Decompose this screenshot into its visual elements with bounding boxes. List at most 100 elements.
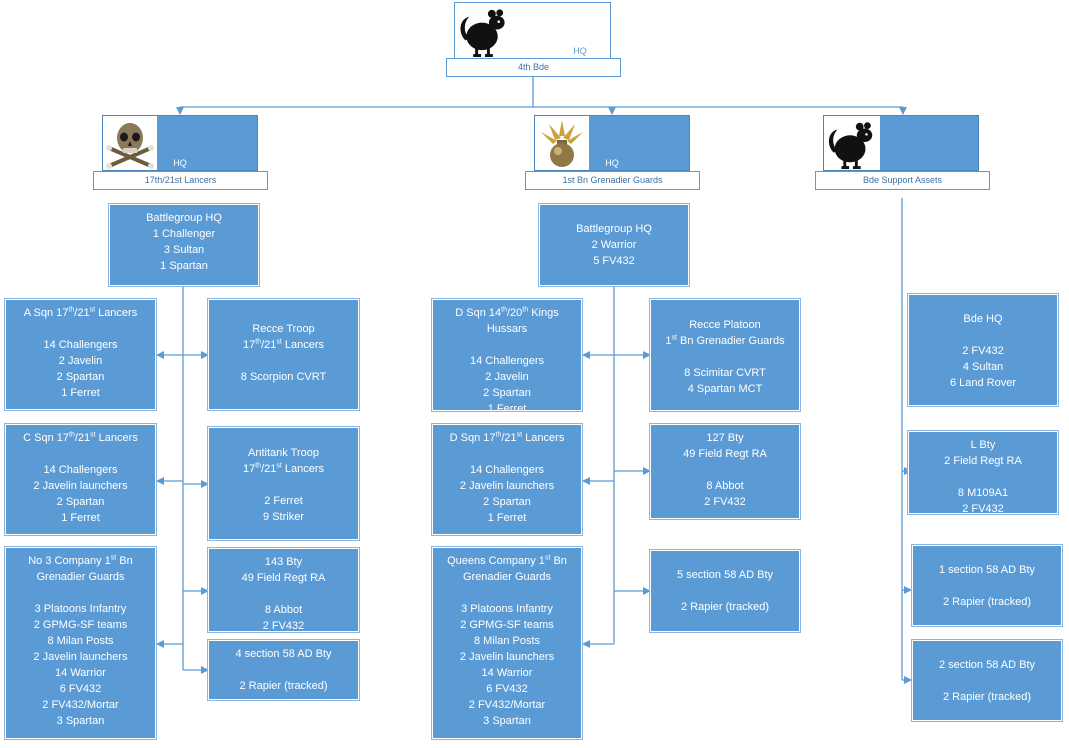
c-sqn-lancers[interactable]: C Sqn 17th/21st Lancers 14 Challengers 2… bbox=[4, 423, 157, 536]
unit-item: 2 FV432/Mortar bbox=[42, 699, 119, 711]
unit-title: No 3 Company 1st Bn bbox=[28, 554, 133, 567]
unit-item: 1 Ferret bbox=[487, 512, 527, 524]
unit-item: 1 Ferret bbox=[61, 387, 100, 399]
unit-item: 2 Rapier (tracked) bbox=[942, 691, 1032, 703]
unit-item: 2 FV432/Mortar bbox=[468, 699, 546, 711]
unit-item: 3 Platoons Infantry bbox=[34, 603, 127, 615]
d-sqn-lancers[interactable]: D Sqn 17th/21st Lancers 14 Challengers 2… bbox=[431, 423, 583, 536]
unit-title: D Sqn 17th/21st Lancers bbox=[449, 431, 565, 444]
unit-item: 2 Javelin launchers bbox=[33, 480, 128, 492]
143-bty[interactable]: 143 Bty 49 Field Regt RA 8 Abbot 2 FV432 bbox=[207, 547, 360, 633]
2-section-58ad-bty[interactable]: 2 section 58 AD Bty 2 Rapier (tracked) bbox=[911, 639, 1063, 722]
unit-item: 2 Ferret bbox=[264, 495, 303, 507]
lancers-battlegroup-hq[interactable]: Battlegroup HQ 1 Challenger 3 Sultan 1 S… bbox=[108, 203, 260, 287]
bde-hq-support[interactable]: Bde HQ 2 FV432 4 Sultan 6 Land Rover bbox=[907, 293, 1059, 407]
unit-item: 8 Scimitar CVRT bbox=[684, 367, 766, 379]
unit-item: 8 Abbot bbox=[706, 480, 744, 492]
1-section-58ad-bty[interactable]: 1 section 58 AD Bty 2 Rapier (tracked) bbox=[911, 544, 1063, 627]
unit-item: 2 Javelin launchers bbox=[459, 651, 555, 663]
unit-title: 4 section 58 AD Bty bbox=[235, 648, 332, 660]
unit-item: 3 Spartan bbox=[56, 715, 105, 727]
unit-title: Battlegroup HQ bbox=[146, 212, 222, 224]
unit-title: 5 section 58 AD Bty bbox=[677, 569, 773, 581]
unit-item: 2 Spartan bbox=[56, 496, 105, 508]
unit-subtitle: 1st Bn Grenadier Guards bbox=[665, 334, 785, 347]
unit-title: Recce Troop bbox=[252, 323, 315, 335]
a-sqn-lancers[interactable]: A Sqn 17th/21st Lancers 14 Challengers 2… bbox=[4, 298, 157, 411]
lancers-name-label: 17th/21st Lancers bbox=[93, 171, 268, 190]
unit-subtitle: Grenadier Guards bbox=[462, 571, 552, 583]
unit-item: 6 Land Rover bbox=[949, 377, 1017, 389]
brigade-hq-box[interactable]: HQ bbox=[454, 2, 611, 59]
support-hq-box[interactable] bbox=[823, 115, 979, 171]
lancers-hq-box[interactable]: HQ bbox=[102, 115, 258, 171]
unit-item: 14 Challengers bbox=[470, 355, 544, 367]
unit-item: 14 Challengers bbox=[43, 339, 118, 351]
unit-item: 2 Warrior bbox=[591, 239, 637, 251]
unit-title: Bde HQ bbox=[963, 313, 1003, 325]
unit-item: 6 FV432 bbox=[59, 683, 102, 695]
unit-item: 8 Abbot bbox=[264, 604, 303, 616]
unit-item: 8 Milan Posts bbox=[47, 635, 114, 647]
unit-title: Antitank Troop bbox=[248, 447, 319, 459]
no3-company-guards[interactable]: No 3 Company 1st Bn Grenadier Guards 3 P… bbox=[4, 546, 157, 740]
unit-title: C Sqn 17th/21st Lancers bbox=[23, 431, 138, 444]
unit-subtitle: 2 Field Regt RA bbox=[944, 455, 1022, 467]
127-bty[interactable]: 127 Bty 49 Field Regt RA 8 Abbot 2 FV432 bbox=[649, 423, 801, 520]
unit-item: 2 Spartan bbox=[483, 496, 531, 508]
5-section-58ad-bty[interactable]: 5 section 58 AD Bty 2 Rapier (tracked) bbox=[649, 549, 801, 633]
unit-item: 2 Rapier (tracked) bbox=[239, 680, 328, 692]
l-bty[interactable]: L Bty 2 Field Regt RA 8 M109A1 2 FV432 bbox=[907, 430, 1059, 515]
queens-company-guards[interactable]: Queens Company 1st Bn Grenadier Guards 3… bbox=[431, 546, 583, 740]
unit-item: 3 Spartan bbox=[483, 715, 531, 727]
unit-item: 1 Challenger bbox=[152, 228, 216, 240]
flaming-grenade-badge-icon bbox=[535, 116, 589, 170]
guards-name-label: 1st Bn Grenadier Guards bbox=[525, 171, 700, 190]
unit-item: 2 Rapier (tracked) bbox=[680, 601, 770, 613]
unit-title: D Sqn 14th/20th Kings bbox=[455, 306, 559, 319]
unit-item: 2 FV432 bbox=[262, 620, 305, 632]
unit-item: 1 Ferret bbox=[487, 403, 527, 415]
unit-item: 2 FV432 bbox=[962, 345, 1004, 357]
unit-item: 2 FV432 bbox=[962, 503, 1004, 515]
unit-item: 1 Spartan bbox=[160, 260, 208, 272]
hq-label: HQ bbox=[173, 158, 187, 168]
unit-item: 2 Javelin launchers bbox=[459, 480, 555, 492]
unit-item: 2 GPMG-SF teams bbox=[460, 619, 554, 631]
unit-subtitle: 49 Field Regt RA bbox=[683, 448, 767, 460]
d-sqn-kings-hussars[interactable]: D Sqn 14th/20th Kings Hussars 14 Challen… bbox=[431, 298, 583, 415]
unit-item: 4 Spartan MCT bbox=[687, 383, 763, 395]
unit-title: 2 section 58 AD Bty bbox=[939, 659, 1035, 671]
unit-item: 2 FV432 bbox=[704, 496, 746, 508]
recce-troop[interactable]: Recce Troop 17th/21st Lancers 8 Scorpion… bbox=[207, 298, 360, 411]
unit-title: Queens Company 1st Bn bbox=[447, 554, 567, 567]
unit-item: 2 Rapier (tracked) bbox=[942, 596, 1032, 608]
brigade-name-label: 4th Bde bbox=[446, 58, 621, 77]
unit-subtitle: 49 Field Regt RA bbox=[241, 572, 326, 584]
jerboa-icon bbox=[455, 3, 513, 58]
unit-title: Recce Platoon bbox=[689, 319, 761, 331]
antitank-troop[interactable]: Antitank Troop 17th/21st Lancers 2 Ferre… bbox=[207, 426, 360, 541]
unit-item: 2 GPMG-SF teams bbox=[33, 619, 128, 631]
unit-subtitle: 17th/21st Lancers bbox=[242, 462, 325, 475]
jerboa-icon bbox=[824, 116, 880, 170]
unit-item: 14 Warrior bbox=[55, 667, 106, 679]
unit-subtitle: Hussars bbox=[486, 323, 528, 335]
unit-item: 3 Platoons Infantry bbox=[461, 603, 553, 615]
4-section-58ad-bty[interactable]: 4 section 58 AD Bty 2 Rapier (tracked) bbox=[207, 639, 360, 701]
unit-item: 1 Ferret bbox=[61, 512, 100, 524]
unit-item: 4 Sultan bbox=[962, 361, 1004, 373]
unit-item: 5 FV432 bbox=[593, 255, 635, 267]
unit-item: 2 Javelin bbox=[58, 355, 103, 367]
hq-label: HQ bbox=[573, 46, 587, 56]
unit-item: 2 Javelin bbox=[485, 371, 529, 383]
unit-item: 9 Striker bbox=[263, 511, 304, 523]
guards-battlegroup-hq[interactable]: Battlegroup HQ 2 Warrior 5 FV432 bbox=[538, 203, 690, 287]
support-name-label: Bde Support Assets bbox=[815, 171, 990, 190]
unit-item: 6 FV432 bbox=[486, 683, 528, 695]
unit-item: 2 Spartan bbox=[483, 387, 531, 399]
guards-hq-box[interactable]: HQ bbox=[534, 115, 690, 171]
recce-platoon[interactable]: Recce Platoon 1st Bn Grenadier Guards 8 … bbox=[649, 298, 801, 412]
